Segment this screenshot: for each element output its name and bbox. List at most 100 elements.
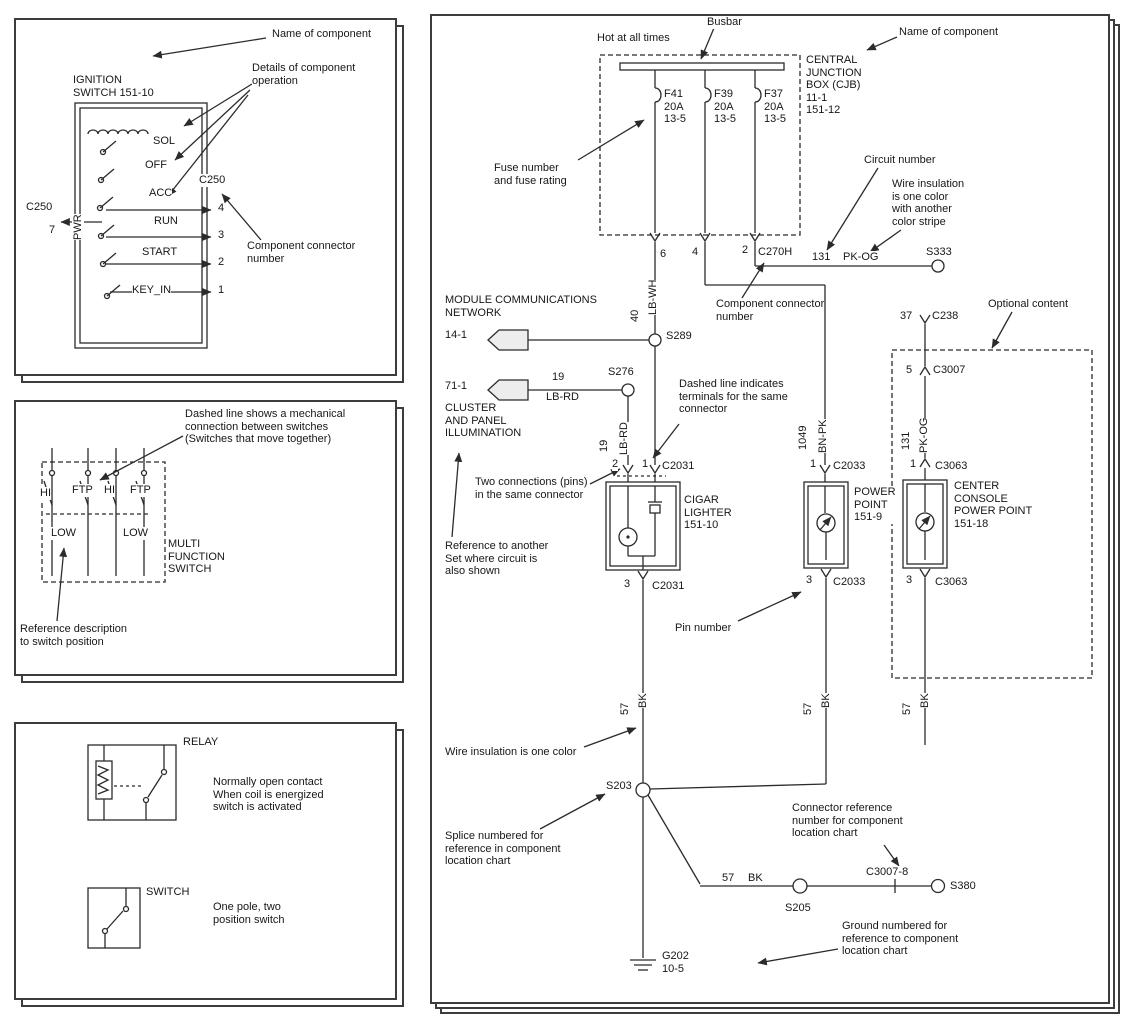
wire-40: 40: [629, 309, 641, 322]
label-dashed-terminal-note: Dashed line indicates terminals for the …: [679, 378, 788, 415]
wire-color-bk-c: BK: [919, 693, 931, 708]
pin-3-c2031: 3: [624, 578, 631, 591]
wire-color-bk-b: BK: [820, 693, 832, 708]
pin-3: 3: [218, 229, 225, 242]
pin-7: 7: [49, 224, 56, 237]
wire-color-lb-wh: LB-WH: [647, 279, 659, 315]
fuse-f37: F37 20A 13-5: [764, 88, 787, 126]
pin-6: 6: [660, 248, 667, 261]
pin-2: 2: [218, 256, 225, 269]
connector-c3063-top: C3063: [935, 460, 968, 473]
fuse-f39: F39 20A 13-5: [714, 88, 737, 126]
label-one-color-note: Wire insulation is one color: [445, 746, 577, 759]
connector-c2031-bottom: C2031: [652, 580, 685, 593]
wire-color-bk-d: BK: [748, 872, 763, 885]
wire-color-lb-rd-horizontal: LB-RD: [546, 391, 580, 404]
label-power-point: POWER POINT 151-9: [854, 486, 896, 524]
splice-s203: S203: [606, 780, 632, 793]
label-stripe-note: Wire insulation is one color with anothe…: [892, 178, 965, 228]
pin-1-c2033: 1: [810, 458, 817, 471]
connector-c3007-8: C3007-8: [866, 866, 909, 879]
pin-3-c2033: 3: [806, 574, 813, 587]
wire-19-vertical: 19: [598, 439, 610, 452]
wire-1049: 1049: [797, 425, 809, 450]
label-module-network: MODULE COMMUNICATIONS NETWORK: [445, 294, 597, 319]
label-component-title: IGNITION SWITCH 151-10: [73, 74, 154, 99]
label-pin-number-note: Pin number: [675, 622, 732, 635]
label-cluster-illumination: CLUSTER AND PANEL ILLUMINATION: [445, 402, 522, 440]
switch-position-start: START: [142, 246, 178, 259]
label-switch-note: One pole, two position switch: [213, 901, 285, 926]
switch-position-ftp-1: FTP: [72, 484, 93, 497]
switch-position-ftp-2: FTP: [130, 484, 151, 497]
wire-color-pk-og: PK-OG: [843, 251, 879, 264]
label-center-console-power-point: CENTER CONSOLE POWER POINT 151-18: [954, 480, 1033, 530]
pin-3-c3063: 3: [906, 574, 913, 587]
wire-131: 131: [812, 251, 831, 264]
label-pwr: PWR: [72, 214, 84, 240]
pin-2-c2031: 2: [612, 458, 619, 471]
connector-c2033-bottom: C2033: [833, 576, 866, 589]
connector-c3063-bottom: C3063: [935, 576, 968, 589]
switch-position-run: RUN: [154, 215, 178, 228]
wire-color-lb-rd-vertical: LB-RD: [618, 421, 630, 455]
pin-4: 4: [218, 202, 225, 215]
splice-s380: S380: [950, 880, 976, 893]
switch-position-hi-2: HI: [104, 484, 115, 497]
label-details-note: Details of component operation: [252, 62, 356, 87]
label-name-of-component-main: Name of component: [899, 26, 999, 39]
label-relay-note: Normally open contact When coil is energ…: [213, 776, 324, 813]
pin-4-main: 4: [692, 246, 699, 259]
pin-1: 1: [218, 284, 225, 297]
wire-57-a: 57: [619, 702, 631, 715]
label-connector-reference-note: Connector reference number for component…: [792, 802, 903, 839]
wire-color-pk-og-vertical: PK-OG: [918, 417, 930, 453]
label-connector-note: Component connector number: [247, 240, 356, 265]
switch-position-sol: SOL: [153, 135, 176, 148]
switch-position-low-2: LOW: [123, 527, 149, 540]
label-reference-note: Reference description to switch position: [20, 623, 128, 648]
splice-s333: S333: [926, 246, 952, 259]
ground-g202: G202 10-5: [662, 950, 689, 975]
connector-c3007: C3007: [933, 364, 966, 377]
label-circuit-number-note: Circuit number: [864, 154, 936, 167]
label-mechanical-link-note: Dashed line shows a mechanical connectio…: [185, 408, 346, 445]
wire-57-b: 57: [802, 702, 814, 715]
label-ground-note: Ground numbered for reference to compone…: [842, 920, 959, 957]
connector-c2033-top: C2033: [833, 460, 866, 473]
wire-131-vertical: 131: [900, 431, 912, 450]
switch-position-hi-1: HI: [40, 487, 51, 500]
fuse-f41: F41 20A 13-5: [664, 88, 687, 126]
label-name-of-component: Name of component: [272, 28, 372, 41]
legend-panel-relay-switch: [14, 722, 397, 1000]
label-busbar: Busbar: [707, 16, 742, 29]
splice-s205: S205: [785, 902, 811, 915]
label-relay: RELAY: [183, 736, 219, 749]
switch-position-low-1: LOW: [51, 527, 77, 540]
label-multifunction-title: MULTI FUNCTION SWITCH: [168, 538, 225, 576]
wire-color-bk-a: BK: [637, 693, 649, 708]
connector-c270h: C270H: [758, 246, 793, 259]
label-fuse-note: Fuse number and fuse rating: [494, 162, 567, 187]
page-ref-71-1: 71-1: [445, 380, 468, 393]
wire-57-c: 57: [901, 702, 913, 715]
splice-s289: S289: [666, 330, 692, 343]
label-splice-note: Splice numbered for reference in compone…: [445, 830, 561, 867]
pin-2-main: 2: [742, 244, 749, 257]
splice-s276: S276: [608, 366, 634, 379]
connector-c250-left: C250: [26, 201, 53, 214]
pin-1-c2031: 1: [642, 458, 649, 471]
label-hot-at-all-times: Hot at all times: [597, 32, 670, 45]
page-ref-14-1: 14-1: [445, 329, 468, 342]
pin-37-c238: 37: [900, 310, 913, 323]
label-cjb-title: CENTRAL JUNCTION BOX (CJB) 11-1 151-12: [806, 54, 862, 117]
label-switch: SWITCH: [146, 886, 190, 899]
label-reference-other-set-note: Reference to another Set where circuit i…: [445, 540, 549, 577]
wire-color-bn-pk: BN-PK: [817, 419, 829, 453]
wire-57-d: 57: [722, 872, 735, 885]
label-cigar-lighter: CIGAR LIGHTER 151-10: [684, 494, 732, 532]
pin-5-c3007: 5: [906, 364, 913, 377]
pin-1-c3063: 1: [910, 458, 917, 471]
switch-position-key-in: KEY_IN: [132, 284, 172, 297]
